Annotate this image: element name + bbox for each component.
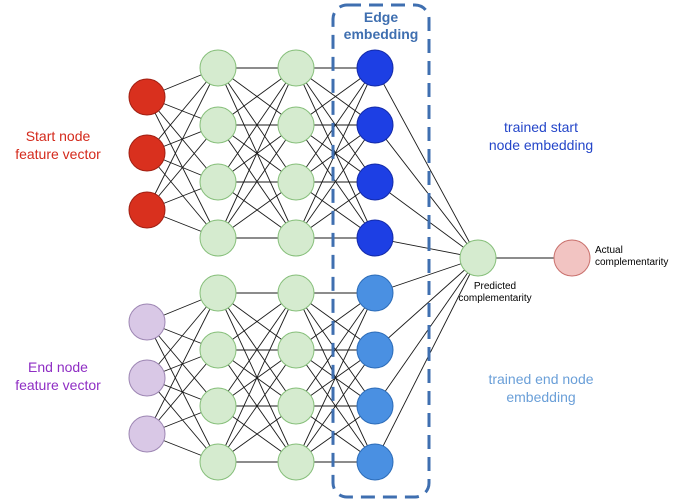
hidden-node	[277, 331, 315, 369]
end-input-node	[128, 303, 166, 341]
hidden2-to-embedding-line	[295, 292, 376, 463]
hidden-node	[199, 106, 237, 144]
hidden-node	[199, 387, 237, 425]
edge-embedding-box	[331, 3, 431, 499]
hidden1-to-hidden2-line	[217, 124, 297, 239]
hidden1-to-hidden2-line	[217, 292, 297, 407]
hidden-node	[277, 274, 315, 312]
hidden-node	[277, 443, 315, 481]
hidden2-to-embedding-line	[295, 349, 376, 463]
edge-embedding-label: Edge embedding	[333, 9, 429, 43]
hidden2-to-embedding-line	[295, 67, 376, 239]
hidden-node	[277, 387, 315, 425]
predicted-line2: complementarity	[458, 293, 532, 304]
hidden1-to-hidden2-line	[217, 67, 297, 239]
hidden-node	[199, 163, 237, 201]
trained-start-embedding-label: trained start node embedding	[456, 119, 626, 154]
hidden-node	[277, 106, 315, 144]
edge-label-line1: Edge	[363, 9, 399, 25]
end-embedding-node	[356, 443, 394, 481]
hidden1-to-hidden2-line	[217, 67, 297, 183]
hidden-node	[199, 331, 237, 369]
end-embedding-node	[356, 331, 394, 369]
hidden-node	[277, 163, 315, 201]
actual-line2: complementarity	[595, 257, 669, 268]
embedding-to-output-line	[374, 124, 479, 259]
hidden-node	[199, 443, 237, 481]
end-embedding-node	[356, 274, 394, 312]
hidden-node	[277, 219, 315, 257]
hidden2-to-embedding-line	[295, 292, 376, 407]
predicted-output-node	[459, 239, 497, 277]
hidden2-to-embedding-line	[295, 67, 376, 183]
hidden1-to-hidden2-line	[217, 292, 297, 463]
embedding-to-output-line	[374, 67, 479, 259]
predicted-line1: Predicted	[473, 281, 517, 292]
embedding-to-output-line	[374, 257, 479, 407]
trained-end-line2: embedding	[506, 388, 576, 405]
embedding-to-output-line	[374, 181, 479, 259]
hidden-node	[277, 49, 315, 87]
start-embedding-node	[356, 106, 394, 144]
start-input-node	[128, 78, 166, 116]
hidden1-to-hidden2-line	[217, 349, 297, 463]
trained-start-line1: trained start	[504, 119, 578, 135]
end-input-node	[128, 415, 166, 453]
end-label-line1: End node	[28, 359, 88, 375]
trained-start-line2: node embedding	[488, 136, 594, 153]
start-input-node	[128, 134, 166, 172]
trained-end-line1: trained end node	[488, 371, 594, 387]
start-label-line2: feature vector	[15, 145, 101, 162]
hidden2-to-embedding-line	[295, 124, 376, 239]
embedding-to-output-line	[374, 257, 479, 351]
embedding-to-output-line	[374, 257, 479, 463]
start-label-line1: Start node	[25, 128, 91, 144]
trained-end-embedding-label: trained end node embedding	[456, 371, 626, 406]
start-embedding-node	[356, 49, 394, 87]
hidden-node	[199, 219, 237, 257]
hidden-node	[199, 274, 237, 312]
actual-output-node	[553, 239, 591, 277]
actual-complementarity-label: Actual complementarity	[595, 245, 685, 269]
end-input-node	[128, 359, 166, 397]
actual-line1: Actual	[595, 245, 623, 256]
start-embedding-node	[356, 163, 394, 201]
predicted-complementarity-label: Predicted complementarity	[440, 281, 550, 305]
start-input-node	[128, 191, 166, 229]
end-node-feature-label: End node feature vector	[2, 359, 114, 394]
input-to-hidden1-line	[146, 67, 219, 211]
input-to-hidden1-line	[146, 292, 219, 435]
end-embedding-node	[356, 387, 394, 425]
end-label-line2: feature vector	[15, 376, 101, 393]
start-node-feature-label: Start node feature vector	[2, 128, 114, 163]
edge-label-line2: embedding	[343, 25, 419, 42]
network-nodes	[128, 49, 591, 481]
start-embedding-node	[356, 219, 394, 257]
hidden-node	[199, 49, 237, 87]
